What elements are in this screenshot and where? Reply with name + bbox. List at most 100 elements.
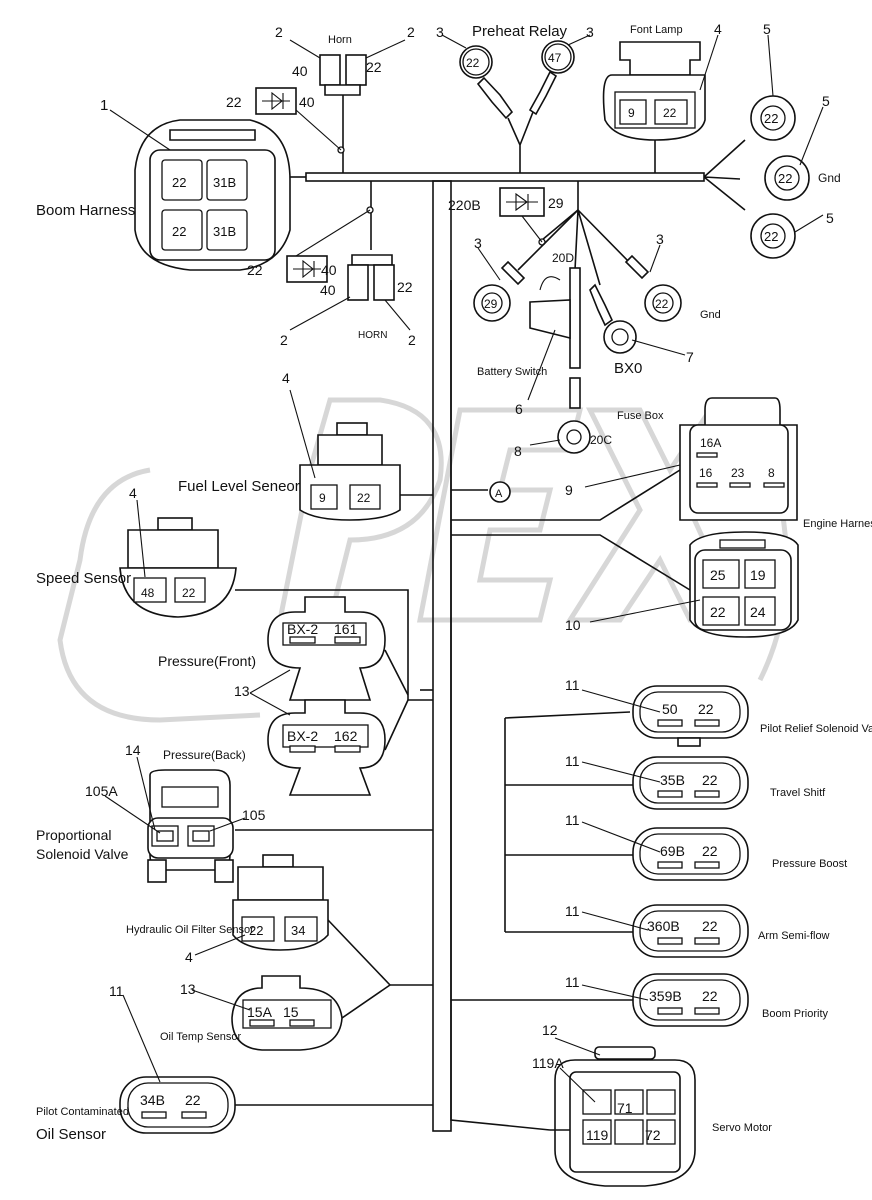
callout-boom: 1 <box>100 97 108 114</box>
callout-gnd-top: 5 <box>763 21 771 37</box>
pr-wire-22: 22 <box>698 701 714 717</box>
pilot-oil-sensor: 34B 22 11 Pilot Contaminated Oil Sensor <box>36 983 270 1143</box>
e2-wire-19: 19 <box>750 567 766 583</box>
eng-wire-a: A <box>495 488 503 500</box>
diode-bot-40: 40 <box>321 262 337 278</box>
speed-sensor-label: Speed Sensor <box>36 570 131 587</box>
boom-harness-connector: 22 31B 22 31B 1 Boom Harness <box>36 97 306 271</box>
pressure-sensors: BX-2 161 Pressure(Front) BX-2 162 13 <box>158 596 409 796</box>
callout-travel: 11 <box>565 753 580 769</box>
callout-bx22: 3 <box>656 231 664 247</box>
relay-wire-22: 22 <box>466 56 480 70</box>
diode-bot-22: 22 <box>247 262 263 278</box>
servo-motor: 71 119 72 12 119A Servo Motor <box>532 1022 772 1187</box>
callout-servo: 12 <box>542 1022 558 1038</box>
sv-wire-72: 72 <box>645 1127 661 1143</box>
pilot-relief-label: Pilot Relief Solenoid Valve <box>760 723 872 735</box>
horn-connector-top: 2 2 Horn 40 22 22 40 <box>226 24 415 173</box>
diode-top-40: 40 <box>299 94 315 110</box>
callout-batt-switch: 6 <box>515 401 523 417</box>
callout-bx0: 7 <box>686 349 694 365</box>
horn-label-top: Horn <box>328 34 352 46</box>
proportional-solenoid-valve: Pressure(Back) 14 105A 105 Proportional … <box>36 742 266 883</box>
proportional-label-1: Proportional <box>36 827 112 843</box>
proportional-label-2: Solenoid Valve <box>36 846 129 862</box>
gnd-wire-22c: 22 <box>764 229 778 244</box>
speed-sensor: 48 22 4 Speed Sensor <box>36 485 237 618</box>
ring-wire-22: 22 <box>655 297 669 311</box>
boom-wire-22b: 22 <box>172 224 186 239</box>
speed-wire-48: 48 <box>141 586 155 600</box>
pb-wire-bx2: BX-2 <box>287 728 318 744</box>
callout-engine-a: 9 <box>565 482 573 498</box>
fuel-level-label: Fuel Level Seneor <box>178 478 300 495</box>
pc-wire-34b: 34B <box>140 1092 165 1108</box>
callout-horn-right: 2 <box>407 24 415 40</box>
eng-wire-23: 23 <box>731 466 745 480</box>
callout-arm: 11 <box>565 903 580 919</box>
gnd-label-mid: Gnd <box>700 309 721 321</box>
ot-wire-15a: 15A <box>247 1004 273 1020</box>
arm-wire-22: 22 <box>702 918 718 934</box>
battery-switch-label: Battery Switch <box>477 366 547 378</box>
pressure-back-label: Pressure(Back) <box>163 748 246 762</box>
front-lamp-connector: Font Lamp 9 22 4 <box>602 21 722 173</box>
arm-semi-flow-label: Arm Semi-flow <box>758 930 830 942</box>
solenoid-column: 50 22 11 Pilot Relief Solenoid Valve 35B… <box>565 677 872 1027</box>
callout-fuse: 8 <box>514 443 522 459</box>
sv-wire-119a: 119A <box>532 1055 564 1071</box>
callout-horn2-left: 2 <box>280 332 288 348</box>
bp-wire-359b: 359B <box>649 988 682 1004</box>
boom-wire-31ba: 31B <box>213 175 236 190</box>
callout-gnd-bottom: 5 <box>826 210 834 226</box>
pressure-front-label: Pressure(Front) <box>158 653 256 669</box>
ts-wire-22: 22 <box>702 772 718 788</box>
boom-priority-label: Boom Priority <box>762 1008 829 1020</box>
callout-bx29: 3 <box>474 235 482 251</box>
horn-connector-bottom: 22 40 40 22 2 2 HORN <box>247 181 416 348</box>
prop-wire-105: 105 <box>242 807 266 823</box>
fuse-box-label: Fuse Box <box>617 410 664 422</box>
servo-motor-label: Servo Motor <box>712 1122 772 1134</box>
ot-wire-15: 15 <box>283 1004 299 1020</box>
lamp-wire-9: 9 <box>628 106 635 120</box>
fuel-wire-9: 9 <box>319 491 326 505</box>
front-lamp-label: Font Lamp <box>630 24 683 36</box>
prop-wire-105a: 105A <box>85 783 118 799</box>
ground-rings: 22 22 22 5 5 5 Gnd <box>703 21 841 259</box>
preheat-relay: Preheat Relay 22 47 3 3 <box>436 23 594 173</box>
wire-20c: 20C <box>590 433 612 447</box>
horn2-wire-40: 40 <box>320 282 336 298</box>
gnd-label-right: Gnd <box>818 171 841 185</box>
speed-wire-22: 22 <box>182 586 196 600</box>
callout-relay-right: 3 <box>586 24 594 40</box>
engine-harness-connector-b: 25 19 22 24 10 <box>565 531 799 638</box>
callout-engine-b: 10 <box>565 617 581 633</box>
diode-mid-220b: 220B <box>448 197 481 213</box>
pr-wire-50: 50 <box>662 701 678 717</box>
callout-horn2-right: 2 <box>408 332 416 348</box>
callout-fuel: 4 <box>282 370 290 386</box>
fuel-wire-22: 22 <box>357 491 371 505</box>
sv-wire-71: 71 <box>617 1100 633 1116</box>
callout-boom-prio: 11 <box>565 974 580 990</box>
hyd-filter-label: Hydraulic Oil Filter Sensor <box>126 924 254 936</box>
boom-wire-22a: 22 <box>172 175 186 190</box>
battery-branch: 220B 29 29 22 3 3 Gnd 20D BX0 7 Battery … <box>448 181 721 459</box>
ts-wire-35b: 35B <box>660 772 685 788</box>
callout-gnd-mid: 5 <box>822 93 830 109</box>
ring-wire-29: 29 <box>484 297 498 311</box>
callout-pilot-cont: 11 <box>109 983 124 999</box>
arm-wire-360b: 360B <box>647 918 680 934</box>
diode-mid-29: 29 <box>548 195 564 211</box>
lamp-wire-22: 22 <box>663 106 677 120</box>
horn-wire-22: 22 <box>366 59 382 75</box>
wire-bx0: BX0 <box>614 360 642 377</box>
pilot-cont-label-1: Pilot Contaminated <box>36 1106 129 1118</box>
pf-wire-bx2: BX-2 <box>287 621 318 637</box>
pressure-boost-label: Pressure Boost <box>772 858 847 870</box>
pilot-cont-label-2: Oil Sensor <box>36 1126 106 1143</box>
horn-wire-40: 40 <box>292 63 308 79</box>
callout-oiltemp: 13 <box>180 981 196 997</box>
